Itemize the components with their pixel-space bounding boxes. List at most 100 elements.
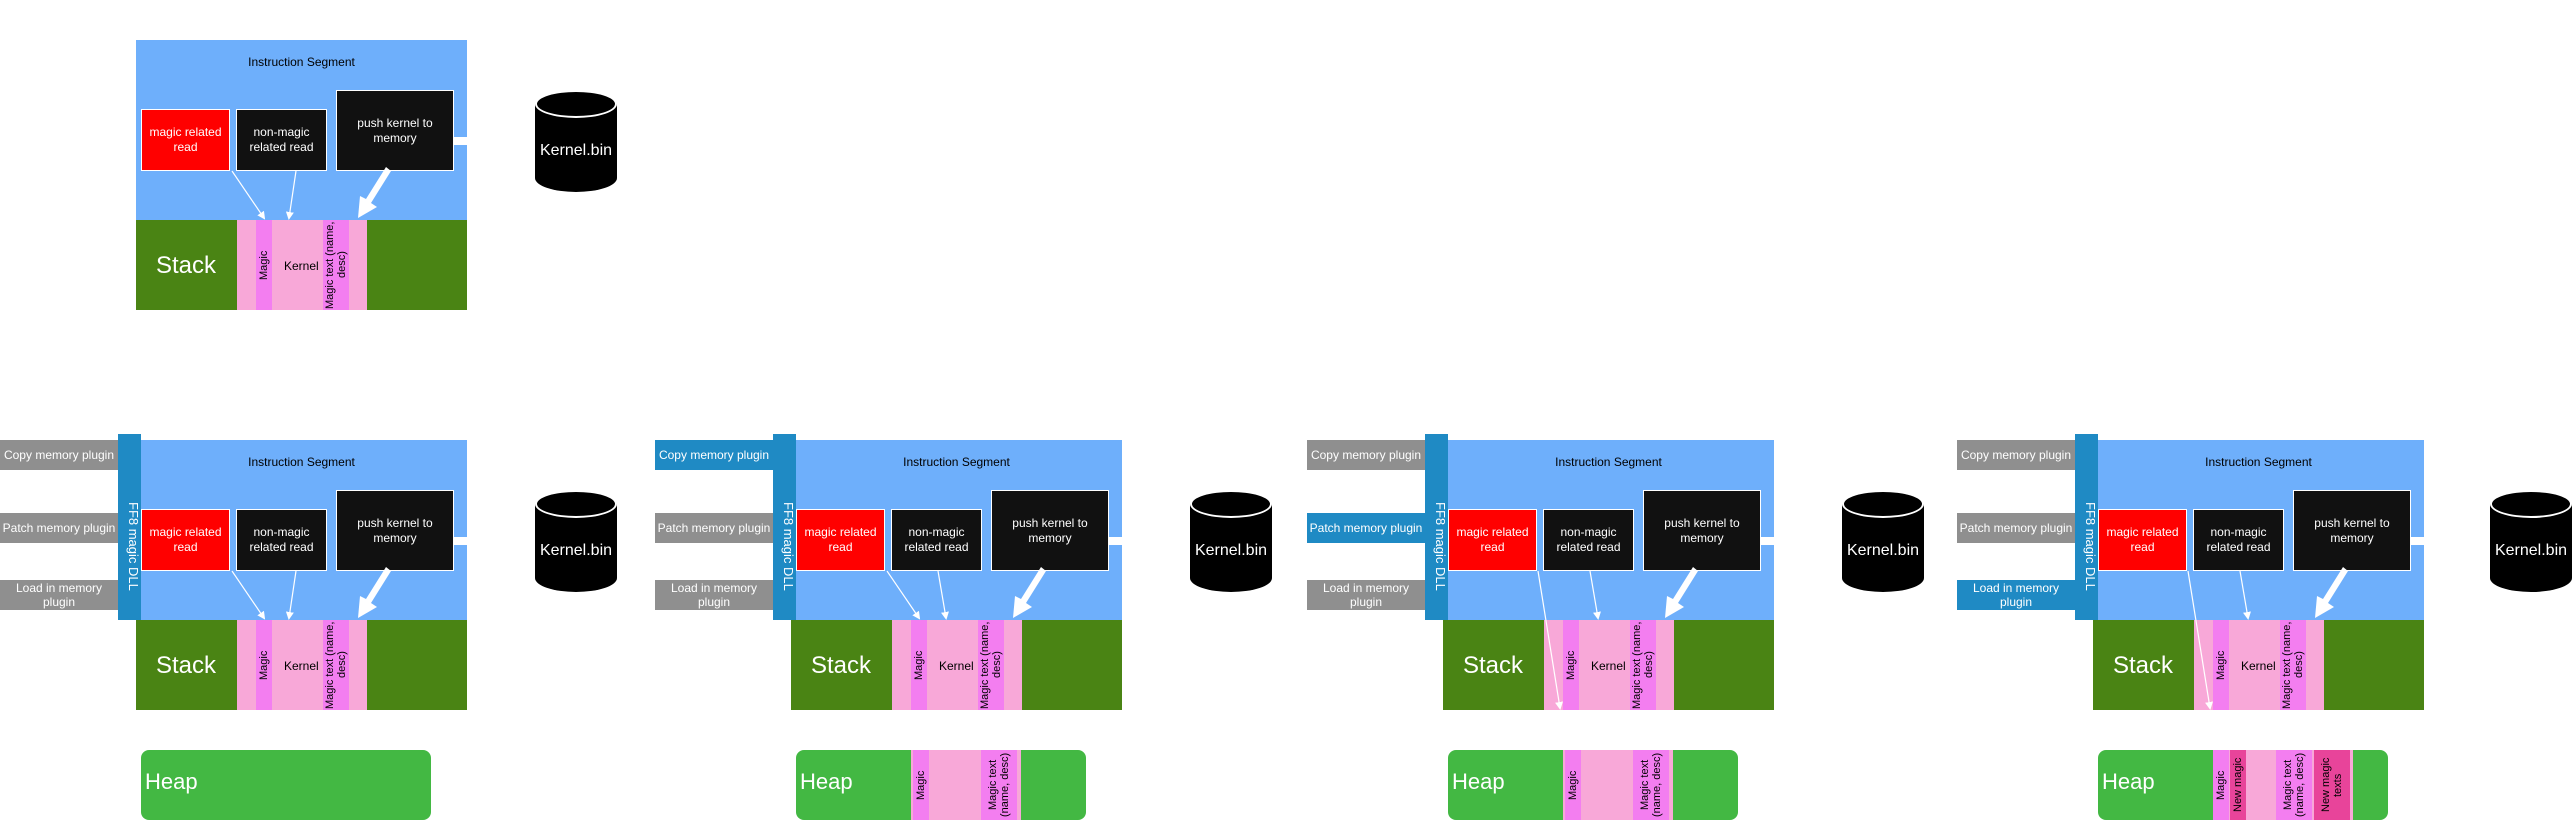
heap-magic-strip: Magic — [2213, 750, 2229, 820]
heap-magic-label: Magic — [915, 770, 927, 800]
copy-plugin: Copy memory plugin — [1307, 440, 1425, 470]
magic-related-read-box: magic related read — [796, 509, 885, 571]
non-magic-related-read-box: non-magic related read — [236, 109, 327, 171]
magic-text-strip: Magic text (name, desc) — [323, 620, 349, 710]
magic-text-label: Magic text (name, desc) — [324, 621, 348, 709]
heap-magic-text-label: Magic text (name, desc) — [2282, 752, 2306, 818]
segment-notch — [1761, 537, 1775, 545]
heap-new-magic-strip: New magic — [2230, 750, 2246, 820]
kernel-bin-label: Kernel.bin — [2494, 542, 2568, 559]
magic-text-strip: Magic text (name, desc) — [2280, 620, 2306, 710]
database-cylinder-icon: Kernel.bin — [535, 490, 617, 592]
dll-label: FF8 magic DLL — [781, 501, 796, 591]
magic-text-label: Magic text (name, desc) — [979, 621, 1003, 709]
magic-strip: Magic — [911, 620, 927, 710]
load-plugin: Load in memory plugin — [655, 580, 773, 610]
copy-plugin: Copy memory plugin — [0, 440, 118, 470]
arrow-icon — [231, 167, 2348, 710]
heap-label: Heap — [2102, 769, 2155, 794]
segment-notch — [2411, 537, 2425, 545]
magic-strip-label: Magic — [258, 650, 270, 680]
heap-magic-text-label: Magic text (name, desc) — [987, 752, 1011, 818]
heap-magic-text-label: Magic text (name, desc) — [1639, 752, 1663, 818]
magic-related-read-box: magic related read — [141, 109, 230, 171]
heap-label: Heap — [1452, 769, 1505, 794]
push-kernel-box: push kernel to memory — [1643, 490, 1761, 571]
kernel-label: Kernel — [284, 259, 319, 273]
heap-magic-text-strip: Magic text (name, desc) — [1633, 750, 1669, 820]
magic-text-strip: Magic text (name, desc) — [1630, 620, 1656, 710]
push-kernel-box: push kernel to memory — [336, 90, 454, 171]
instruction-segment-title: Instruction Segment — [248, 55, 355, 69]
segment-notch — [454, 137, 468, 145]
kernel-bin-label: Kernel.bin — [1194, 542, 1268, 559]
magic-text-strip: Magic text (name, desc) — [323, 220, 349, 310]
non-magic-related-read-box: non-magic related read — [2193, 509, 2284, 571]
magic-strip-label: Magic — [1565, 650, 1577, 680]
patch-plugin: Patch memory plugin — [1307, 513, 1425, 543]
dll-label: FF8 magic DLL — [126, 501, 141, 591]
copy-plugin: Copy memory plugin — [655, 440, 773, 470]
patch-plugin: Patch memory plugin — [0, 513, 118, 543]
load-plugin: Load in memory plugin — [1957, 580, 2075, 610]
kernel-bin-label: Kernel.bin — [539, 542, 613, 559]
magic-text-label: Magic text (name, desc) — [2281, 621, 2305, 709]
heap-magic-text-strip: Magic text (name, desc) — [981, 750, 1017, 820]
non-magic-related-read-box: non-magic related read — [891, 509, 982, 571]
kernel-label: Kernel — [284, 659, 319, 673]
magic-strip: Magic — [256, 220, 272, 310]
heap-new-magic-label: New magic — [2232, 757, 2244, 813]
magic-related-read-box: magic related read — [1448, 509, 1537, 571]
kernel-bin-label: Kernel.bin — [1846, 542, 1920, 559]
segment-notch — [1109, 537, 1123, 545]
push-kernel-box: push kernel to memory — [336, 490, 454, 571]
kernel-label: Kernel — [939, 659, 974, 673]
kernel-label: Kernel — [2241, 659, 2276, 673]
database-cylinder-icon: Kernel.bin — [535, 90, 617, 192]
copy-plugin: Copy memory plugin — [1957, 440, 2075, 470]
dll-label: FF8 magic DLL — [2083, 501, 2098, 591]
stack-label: Stack — [811, 652, 872, 679]
segment-notch — [454, 537, 468, 545]
instruction-segment-title: Instruction Segment — [248, 455, 355, 469]
stack-label: Stack — [1463, 652, 1524, 679]
patch-plugin: Patch memory plugin — [1957, 513, 2075, 543]
magic-strip: Magic — [256, 620, 272, 710]
non-magic-related-read-box: non-magic related read — [236, 509, 327, 571]
heap-label: Heap — [800, 769, 853, 794]
patch-plugin: Patch memory plugin — [655, 513, 773, 543]
dll-bar: FF8 magic DLL — [2075, 434, 2098, 620]
heap-magic-label: Magic — [1567, 770, 1579, 800]
magic-strip: Magic — [1563, 620, 1579, 710]
load-plugin: Load in memory plugin — [1307, 580, 1425, 610]
instruction-segment-title: Instruction Segment — [903, 455, 1010, 469]
magic-text-label: Magic text (name, desc) — [1631, 621, 1655, 709]
heap-magic-strip: Magic — [1565, 750, 1581, 820]
heap-magic-label: Magic — [2215, 770, 2227, 800]
stack-label: Stack — [156, 252, 217, 279]
dll-bar: FF8 magic DLL — [1425, 434, 1448, 620]
instruction-segment-title: Instruction Segment — [2205, 455, 2312, 469]
dll-bar: FF8 magic DLL — [118, 434, 141, 620]
load-plugin: Load in memory plugin — [0, 580, 118, 610]
heap-new-magic-texts-strip: New magic texts — [2314, 750, 2350, 820]
push-kernel-box: push kernel to memory — [991, 490, 1109, 571]
magic-text-label: Magic text (name, desc) — [324, 221, 348, 309]
dll-label: FF8 magic DLL — [1433, 501, 1448, 591]
heap-magic-text-strip: Magic text (name, desc) — [2276, 750, 2312, 820]
database-cylinder-icon: Kernel.bin — [1190, 490, 1272, 592]
heap: Heap — [141, 750, 431, 820]
non-magic-related-read-box: non-magic related read — [1543, 509, 1634, 571]
heap-magic-strip: Magic — [913, 750, 929, 820]
kernel-bin-label: Kernel.bin — [539, 142, 613, 159]
kernel-label: Kernel — [1591, 659, 1626, 673]
magic-strip: Magic — [2213, 620, 2229, 710]
heap-new-magic-texts-label: New magic texts — [2320, 757, 2344, 813]
stack-label: Stack — [156, 652, 217, 679]
stack-label: Stack — [2113, 652, 2174, 679]
instruction-segment-title: Instruction Segment — [1555, 455, 1662, 469]
database-cylinder-icon: Kernel.bin — [2490, 490, 2572, 592]
dll-bar: FF8 magic DLL — [773, 434, 796, 620]
push-kernel-box: push kernel to memory — [2293, 490, 2411, 571]
heap-label: Heap — [145, 769, 198, 794]
